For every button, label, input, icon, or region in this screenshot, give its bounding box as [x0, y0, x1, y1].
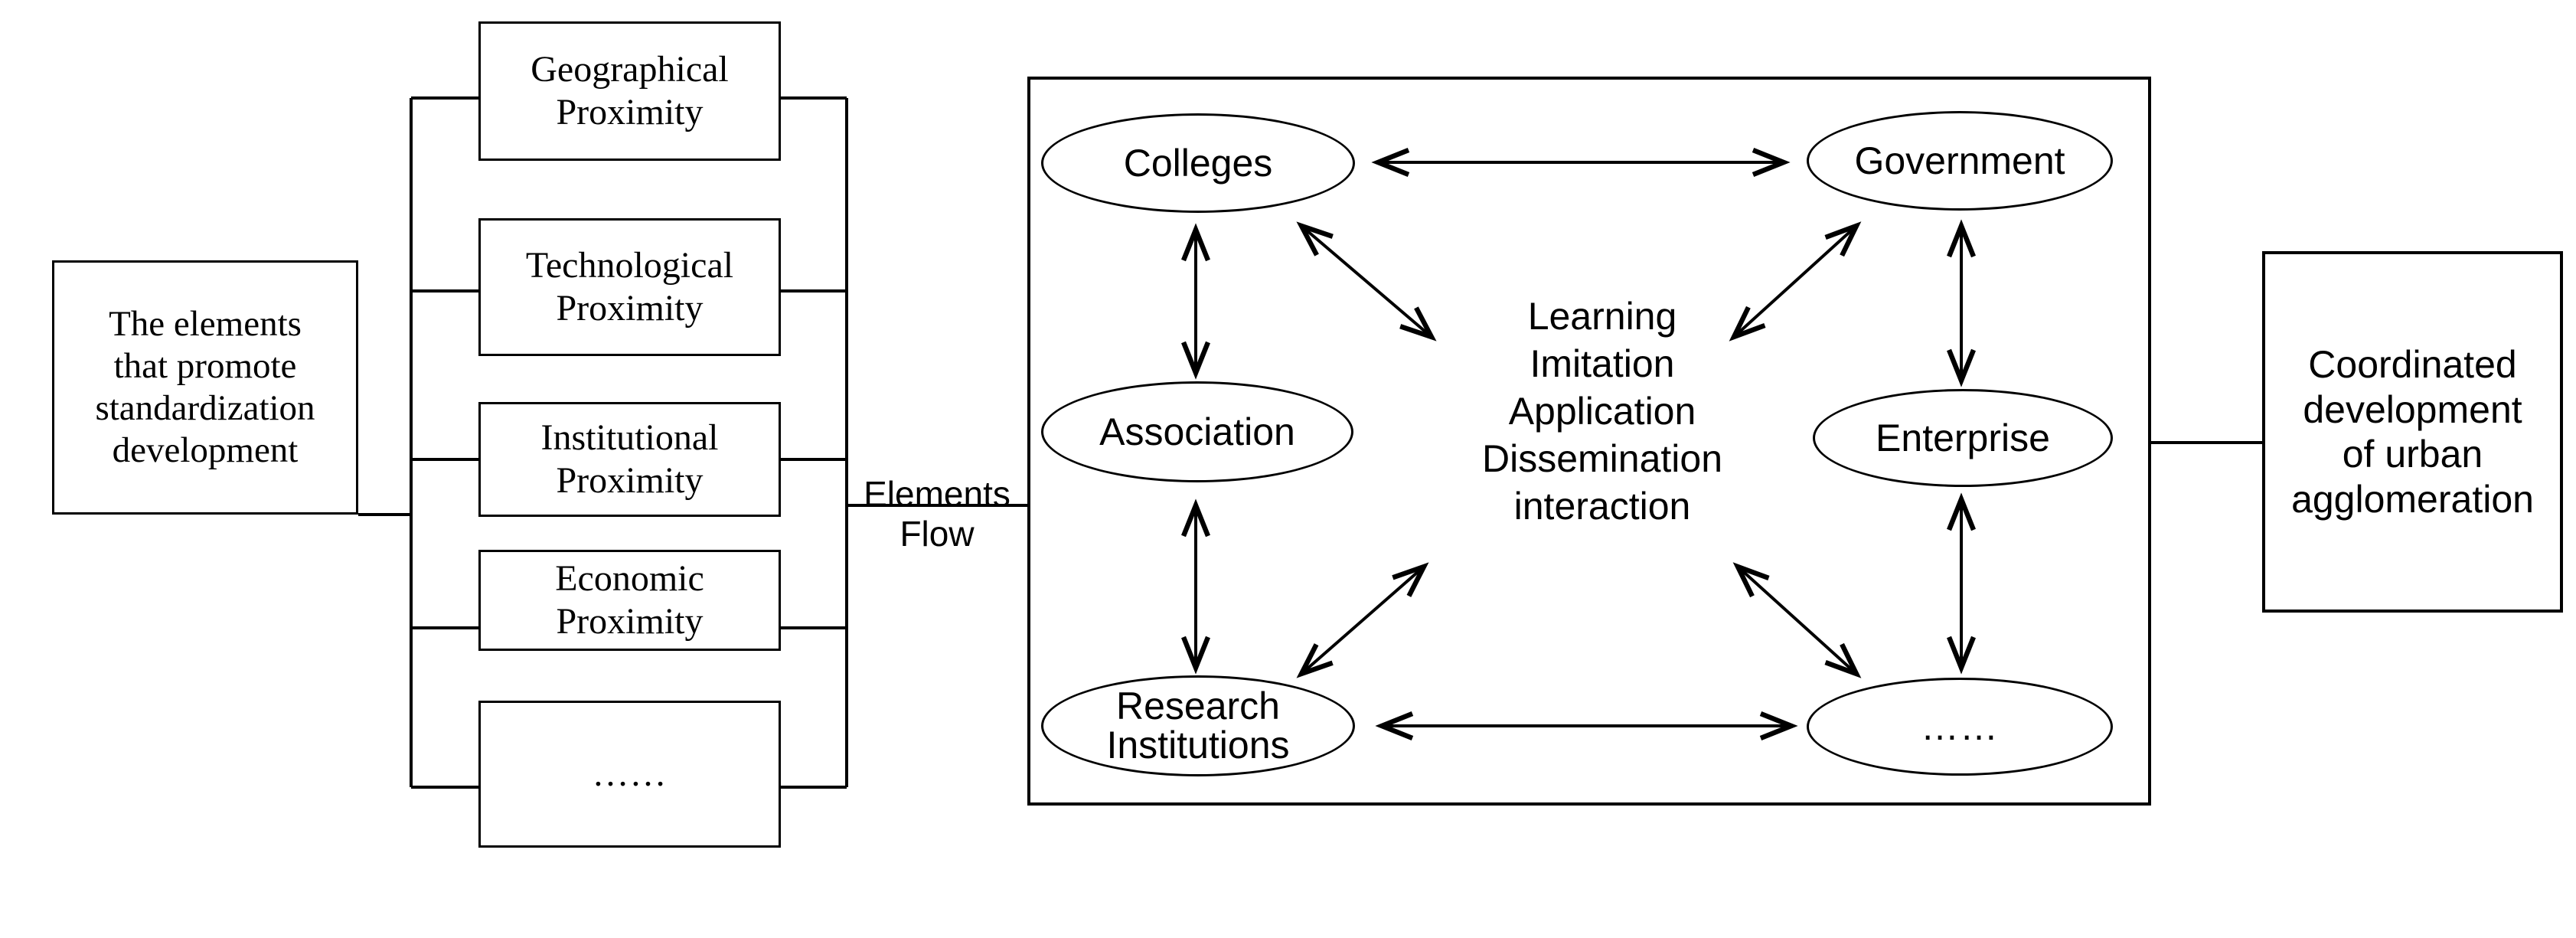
innovation-system-container	[1027, 77, 2151, 806]
proximity-box-institutional[interactable]: Institutional Proximity	[478, 402, 781, 517]
system-center-text: Learning Imitation Application Dissemina…	[1481, 295, 1722, 528]
proximity-box-geographical[interactable]: Geographical Proximity	[478, 21, 781, 161]
actor-enterprise-label: Enterprise	[1876, 416, 2050, 459]
driver-box-elements-promote-standardization[interactable]: The elements that promote standardizatio…	[52, 260, 358, 515]
actor-government[interactable]: Government	[1807, 111, 2113, 211]
actor-colleges[interactable]: Colleges	[1041, 113, 1355, 213]
actor-research-institutions-label: Research Institutions	[1106, 685, 1290, 766]
proximity-box-more[interactable]: ……	[478, 701, 781, 848]
actor-more-label: ……	[1921, 704, 1999, 748]
actor-colleges-label: Colleges	[1123, 141, 1273, 185]
outcome-box-coordinated-development[interactable]: Coordinated development of urban agglome…	[2262, 251, 2563, 613]
actor-research-institutions[interactable]: Research Institutions	[1041, 675, 1355, 776]
proximity-box-economic[interactable]: Economic Proximity	[478, 550, 781, 651]
actor-enterprise[interactable]: Enterprise	[1813, 389, 2113, 487]
proximity-box-technological[interactable]: Technological Proximity	[478, 218, 781, 356]
actor-government-label: Government	[1854, 139, 2065, 182]
elements-flow-label: Elements Flow	[864, 474, 1010, 554]
actor-association-label: Association	[1099, 410, 1295, 453]
actor-association[interactable]: Association	[1041, 381, 1353, 482]
actor-more[interactable]: ……	[1807, 678, 2113, 776]
